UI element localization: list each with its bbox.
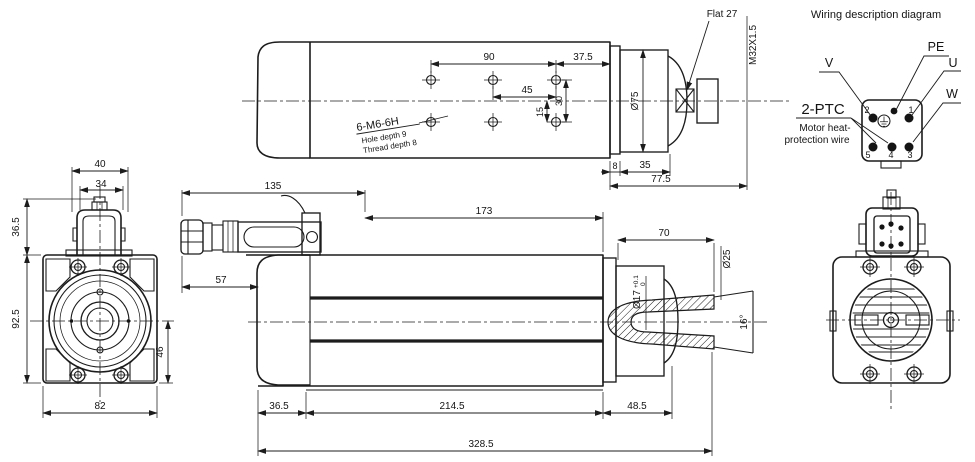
pin-label-5: 5 <box>865 150 870 160</box>
rear-connector <box>855 189 929 258</box>
tap-hole <box>484 113 502 131</box>
shaft-flat-section <box>675 88 695 113</box>
front-corner-screws <box>69 258 130 384</box>
tap-hole <box>484 71 502 89</box>
lifting-bracket <box>65 196 133 257</box>
dim-36-5-side: 36.5 <box>269 401 289 412</box>
cable-gland-assembly <box>180 194 322 256</box>
dim-8: 8 <box>612 161 617 171</box>
tap-note: 6-M6-6H Hole depth 9 Thread depth 8 <box>356 115 420 155</box>
dim-173: 173 <box>476 206 493 217</box>
pin-label-3: 3 <box>907 150 912 160</box>
cable-clamp <box>301 212 321 256</box>
dim-45: 45 <box>521 85 533 96</box>
dim-57: 57 <box>215 275 227 286</box>
wiring-diagram: Wiring description diagram 2 1 5 4 3 V P… <box>784 9 961 169</box>
terminal-w: W <box>946 87 958 101</box>
dim-328-5: 328.5 <box>468 439 493 450</box>
shaft-nut <box>696 78 719 124</box>
dim-40: 40 <box>94 159 106 170</box>
dim-135: 135 <box>265 181 282 192</box>
taper-angle-callout: 16° <box>713 290 754 354</box>
dim-dia75: Ø75 <box>630 91 641 110</box>
label-m32: M32X1.5 <box>748 25 759 65</box>
front-body-outline <box>42 254 158 384</box>
dim-48-5: 48.5 <box>627 401 647 412</box>
dim-34: 34 <box>95 179 107 190</box>
dim-37-5: 37.5 <box>573 52 593 63</box>
rear-centerlines <box>826 192 960 410</box>
rear-left-tab <box>829 310 837 332</box>
rear-body-outline <box>832 256 951 384</box>
front-spindle-face <box>48 269 152 373</box>
dim-46: 46 <box>155 346 166 358</box>
dim-82: 82 <box>94 401 106 412</box>
dim-15: 15 <box>535 107 545 117</box>
dim-dia25: Ø25 <box>722 249 733 268</box>
plan-body-outline <box>309 41 611 159</box>
plan-nose-dome <box>667 55 688 147</box>
dim-214-5: 214.5 <box>439 401 464 412</box>
connector-key-tab <box>880 160 902 169</box>
pin-label-4: 4 <box>888 150 893 160</box>
dim-16deg: 16° <box>739 314 750 329</box>
dim-36-5-front: 36.5 <box>11 217 22 237</box>
spindle-nose <box>602 257 715 383</box>
rear-view <box>826 189 960 410</box>
terminal-ptc: 2-PTC <box>801 101 845 118</box>
side-view: 135 57 173 <box>180 181 770 456</box>
dim-70: 70 <box>658 228 670 239</box>
ptc-note-line1: Motor heat- <box>799 123 850 134</box>
front-view: 40 34 <box>11 159 174 418</box>
connector-pins <box>868 107 914 152</box>
dim-35: 35 <box>639 160 651 171</box>
terminal-pe: PE <box>928 40 945 54</box>
dim-90: 90 <box>483 52 495 63</box>
ptc-note-line2: protection wire <box>784 135 849 146</box>
plan-body-left-cap <box>256 41 310 159</box>
terminal-v: V <box>825 56 834 70</box>
side-body <box>246 254 604 391</box>
plan-flange-ring <box>609 45 621 155</box>
tap-hole <box>422 71 440 89</box>
earth-symbol-icon <box>877 114 891 128</box>
collet-section <box>607 294 715 350</box>
fan-cover <box>849 278 933 362</box>
dim-dia17-tol: Ø17 +0.1 0 <box>625 271 647 309</box>
label-flat-27: Flat 27 <box>707 9 738 20</box>
rear-corner-screws <box>860 257 924 384</box>
wiring-title: Wiring description diagram <box>811 9 941 21</box>
dim-30: 30 <box>554 96 564 106</box>
rear-right-tab <box>946 310 954 332</box>
dim-92-5: 92.5 <box>11 309 22 329</box>
pin-label-1: 1 <box>908 105 913 115</box>
dim-77-5: 77.5 <box>651 174 671 185</box>
terminal-u: U <box>948 56 957 70</box>
plan-view: 90 37.5 45 30 15 6-M6-6H Hole depth 9 Th… <box>242 9 792 190</box>
